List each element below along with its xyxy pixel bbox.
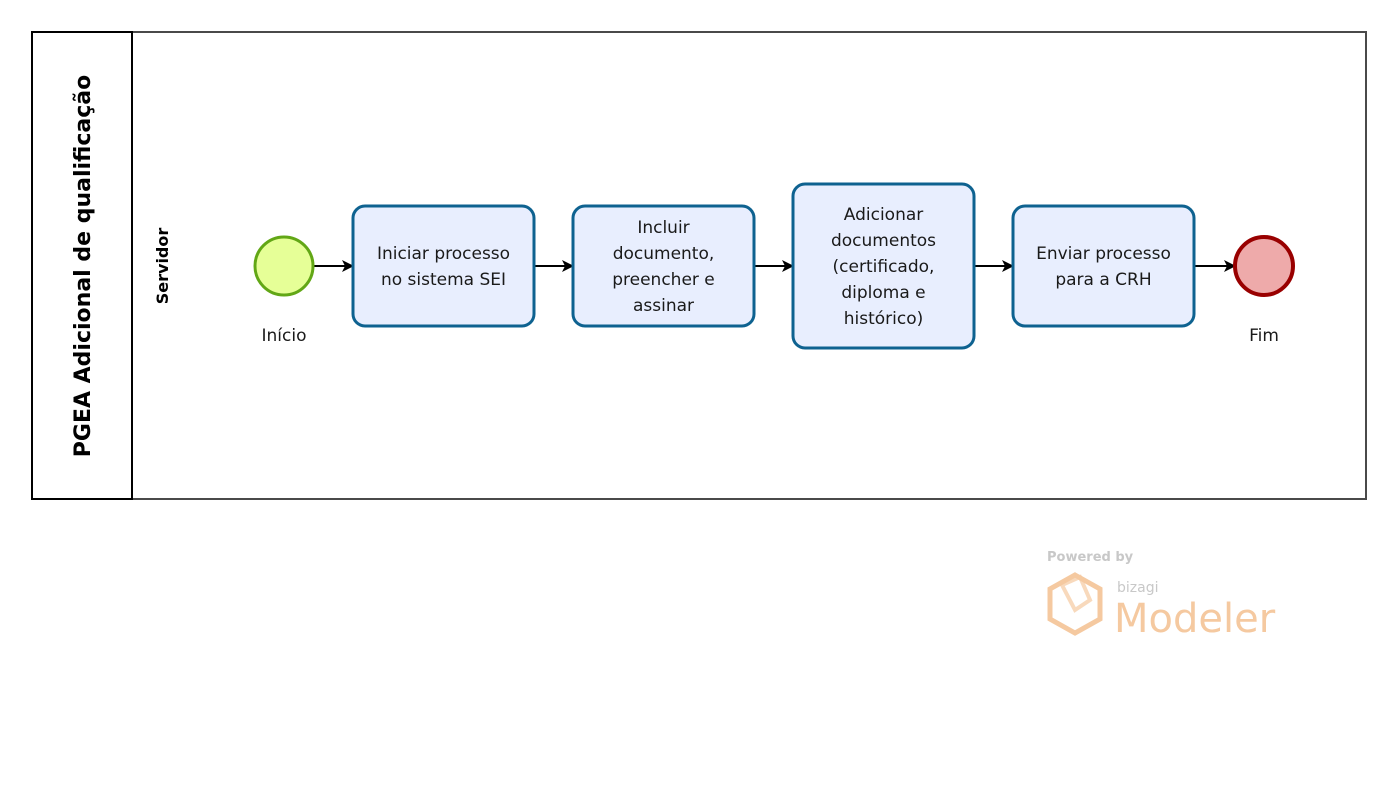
task-label-line: documento,	[613, 244, 715, 264]
bizagi-logo-icon	[1047, 572, 1103, 636]
task-box	[351, 204, 536, 328]
task-iniciar-processo[interactable]: Iniciar processo no sistema SEI	[351, 204, 536, 328]
start-event[interactable]: Início	[253, 235, 315, 346]
task-box	[791, 182, 976, 350]
task-box	[571, 204, 756, 328]
task-incluir-documento[interactable]: Incluir documento, preencher e assinar	[571, 204, 756, 328]
start-event-label: Início	[262, 326, 307, 346]
pool-title: PGEA Adicional de qualificação	[71, 75, 96, 457]
task-label-line: Enviar processo	[1036, 244, 1171, 264]
task-enviar-processo[interactable]: Enviar processo para a CRH	[1011, 204, 1196, 328]
task-label-line: para a CRH	[1055, 270, 1151, 290]
task-label-line: Adicionar	[844, 205, 924, 225]
end-event-label: Fim	[1249, 326, 1279, 346]
task-label-line: diploma e	[841, 283, 925, 303]
end-event-circle	[1233, 235, 1295, 297]
task-label-line: Iniciar processo	[377, 244, 510, 264]
task-label-line: no sistema SEI	[381, 270, 506, 290]
task-label-line: assinar	[633, 296, 694, 316]
task-label: Incluir documento, preencher e assinar	[612, 218, 715, 316]
task-label-line: histórico)	[844, 309, 924, 329]
pool-header	[31, 31, 133, 500]
task-label-line: preencher e	[612, 270, 715, 290]
task-label: Adicionar documentos (certificado, diploma …	[831, 205, 936, 329]
task-label-line: (certificado,	[833, 257, 935, 277]
task-box	[1011, 204, 1196, 328]
start-event-circle	[253, 235, 315, 297]
lane-title: Servidor	[153, 228, 172, 305]
watermark-powered-by: Powered by	[1047, 550, 1134, 565]
watermark-product: Modeler	[1114, 596, 1276, 642]
task-label: Enviar processo para a CRH	[1036, 244, 1171, 290]
task-label: Iniciar processo no sistema SEI	[377, 244, 510, 290]
task-label-line: documentos	[831, 231, 936, 251]
end-event[interactable]: Fim	[1233, 235, 1295, 346]
task-adicionar-documentos[interactable]: Adicionar documentos (certificado, diploma …	[791, 182, 976, 350]
task-label-line: Incluir	[637, 218, 689, 238]
watermark-brand: bizagi	[1117, 580, 1158, 596]
bizagi-watermark: Powered by bizagi Modeler	[1047, 550, 1276, 642]
